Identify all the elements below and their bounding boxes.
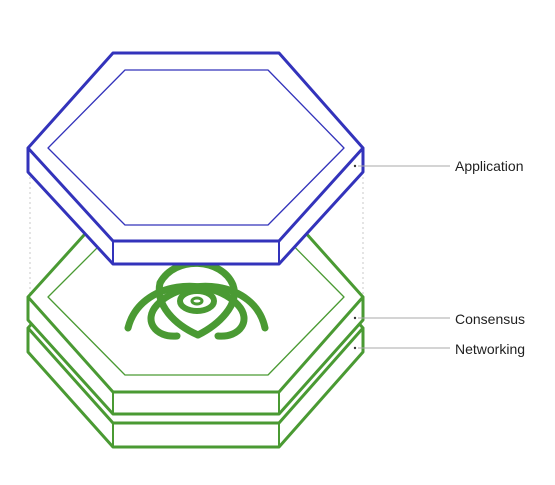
guide-lines	[29, 172, 364, 296]
consensus-label: Consensus	[455, 311, 526, 327]
application-top	[26, 51, 365, 243]
triquetra-icon	[124, 259, 269, 340]
leader-dots	[353, 164, 357, 350]
networking-label: Networking	[455, 341, 526, 357]
application-inner	[47, 69, 345, 226]
application-label: Application	[455, 158, 524, 174]
leader-lines	[358, 165, 450, 349]
application-layer	[26, 51, 365, 266]
